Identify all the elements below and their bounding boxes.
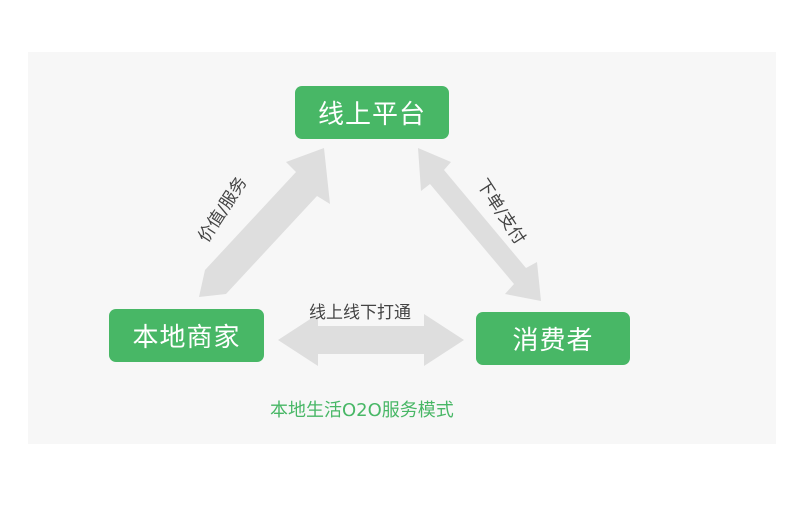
node-local-merchant-label: 本地商家 <box>132 323 241 353</box>
diagram-caption: 本地生活O2O服务模式 <box>270 400 454 421</box>
arrow-bottom <box>278 314 464 366</box>
node-consumer: 消费者 <box>476 312 630 365</box>
node-online-platform: 线上平台 <box>295 86 449 139</box>
node-local-merchant: 本地商家 <box>109 309 264 362</box>
arrow-top-right <box>418 148 541 301</box>
node-online-platform-label: 线上平台 <box>317 100 426 130</box>
node-consumer-label: 消费者 <box>512 326 594 356</box>
arrow-top-left <box>199 148 330 297</box>
edge-label-online-offline: 线上线下打通 <box>309 303 411 323</box>
